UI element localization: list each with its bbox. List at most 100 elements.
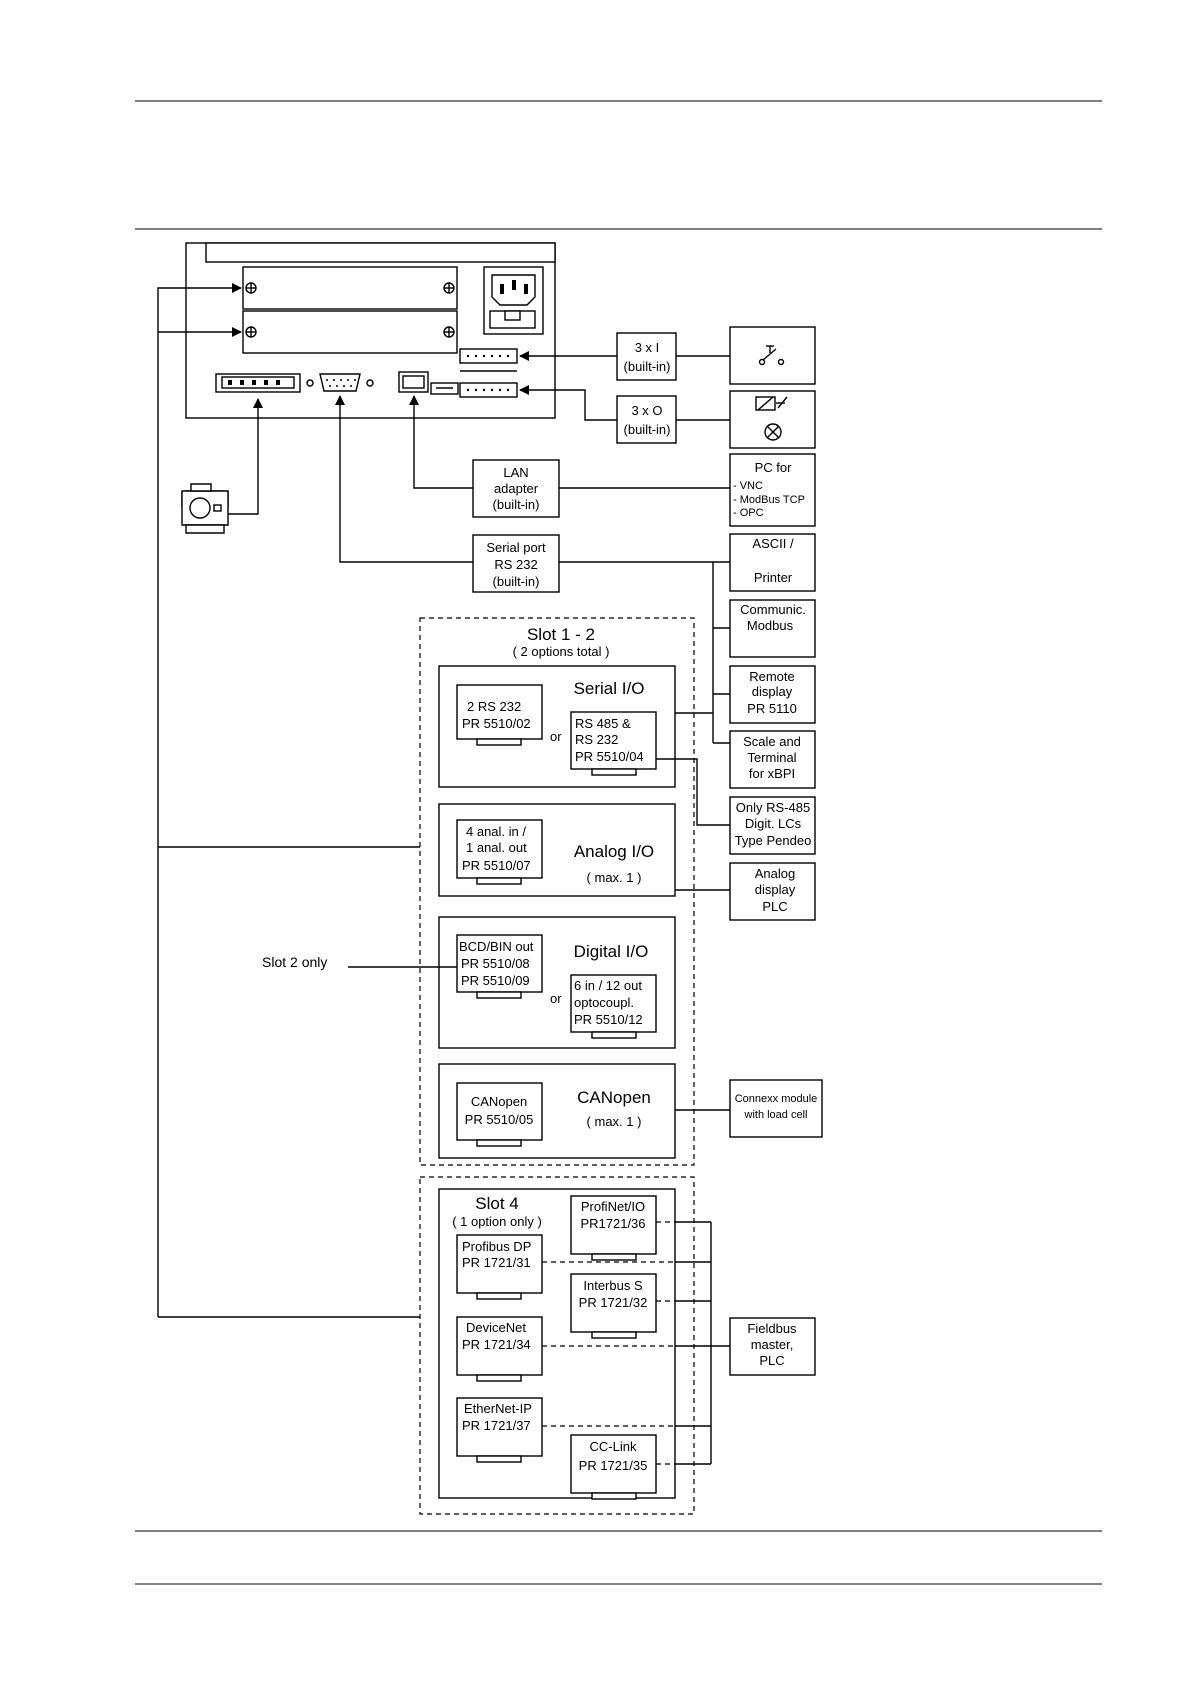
connexx-label-2: with load cell <box>744 1109 808 1121</box>
card-pr5510-04-line1: RS 485 & <box>575 716 631 731</box>
card-pr5510-07 <box>456 819 543 879</box>
modbus-label: Modbus <box>747 618 794 633</box>
slot-2-cover <box>242 310 458 354</box>
card-pr5510-08-line3: PR 5510/09 <box>461 973 530 988</box>
card-pr1721-31-line1: Profibus DP <box>462 1239 531 1254</box>
canopen-title: CANopen <box>577 1088 651 1107</box>
card-pr1721-37-line1: EtherNet-IP <box>464 1401 532 1416</box>
switch-device <box>729 326 816 385</box>
card-pr5510-12 <box>570 974 657 1033</box>
connexx-label: Connexx module <box>735 1093 818 1105</box>
analog-display-label: Analog <box>755 866 795 881</box>
only485-label-3: Type Pendeo <box>735 833 812 848</box>
slot-2-only-label: Slot 2 only <box>262 954 327 970</box>
pc-title: PC for <box>755 460 793 475</box>
outputs-sublabel: (built-in) <box>624 422 671 437</box>
relay-lamp-device <box>729 390 816 449</box>
card-pr1721-32-line2: PR 1721/32 <box>579 1295 648 1310</box>
fieldbus-label-3: PLC <box>759 1353 784 1368</box>
card-pr5510-08 <box>456 934 543 993</box>
only485-label: Only RS-485 <box>736 800 810 815</box>
serial-label: Serial port <box>486 540 546 555</box>
card-pr5510-07-line1: 4 anal. in / <box>466 824 526 839</box>
card-pr5510-07-line2: 1 anal. out <box>466 840 527 855</box>
slot4-title: Slot 4 <box>475 1194 518 1213</box>
page-rules <box>135 100 1102 1585</box>
switch-icon <box>758 345 785 366</box>
ascii-printer-box <box>729 533 816 592</box>
scale-label-3: for xBPI <box>749 766 795 781</box>
inputs-label: 3 x I <box>635 340 660 355</box>
analog-io-max: ( max. 1 ) <box>587 870 642 885</box>
pc-item-opc: - OPC <box>733 507 764 519</box>
load-cell-connector-icon <box>215 373 301 393</box>
card-pr1721-31-line2: PR 1721/31 <box>462 1255 531 1270</box>
card-pr5510-05-line1: CANopen <box>471 1094 527 1109</box>
ascii-label: ASCII / <box>752 536 794 551</box>
card-pr5510-05-line2: PR 5510/05 <box>465 1112 534 1127</box>
connection-lines <box>157 283 730 1465</box>
card-pr1721-35-line1: CC-Link <box>590 1439 637 1454</box>
card-pr5510-07-line3: PR 5510/07 <box>462 858 531 873</box>
pc-box <box>729 453 816 527</box>
serial-label-2: RS 232 <box>494 557 537 572</box>
usb-port-icon <box>430 382 459 395</box>
lan-adapter-box <box>472 459 560 518</box>
rj45-port-icon <box>398 371 429 393</box>
inputs-box <box>616 332 677 381</box>
card-pr5510-12-line1: 6 in / 12 out <box>574 978 642 993</box>
fieldbus-label-2: master, <box>751 1337 794 1352</box>
load-cell-icon <box>181 483 229 534</box>
card-pr5510-08-line2: PR 5510/08 <box>461 956 530 971</box>
lan-label-3: (built-in) <box>493 497 540 512</box>
remote-label-2: display <box>752 684 793 699</box>
slot4-subtitle: ( 1 option only ) <box>452 1214 542 1229</box>
card-pr5510-12-line2: optocoupl. <box>574 995 634 1010</box>
pc-item-vnc: - VNC <box>733 480 763 492</box>
communic-box <box>729 599 816 658</box>
scale-label-2: Terminal <box>747 750 796 765</box>
scale-label: Scale and <box>743 734 801 749</box>
lamp-icon <box>764 423 782 441</box>
relay-icon <box>755 396 788 411</box>
remote-label: Remote <box>749 669 795 684</box>
card-pr1721-34-line2: PR 1721/34 <box>462 1337 531 1352</box>
terminal-block-icon <box>459 348 518 398</box>
card-pr1721-36 <box>570 1195 657 1255</box>
digital-io-or: or <box>550 991 562 1006</box>
card-pr5510-12-line3: PR 5510/12 <box>574 1012 643 1027</box>
scale-terminal-box <box>729 730 816 789</box>
card-pr5510-04-line3: PR 5510/04 <box>575 749 644 764</box>
serial-label-3: (built-in) <box>493 574 540 589</box>
only485-label-2: Digit. LCs <box>745 816 802 831</box>
outputs-label: 3 x O <box>631 403 662 418</box>
serial-io-or: or <box>550 729 562 744</box>
card-pr1721-35 <box>570 1434 657 1494</box>
slot-1-cover <box>242 266 458 310</box>
lan-label-2: adapter <box>494 481 539 496</box>
card-pr1721-34-line1: DeviceNet <box>466 1320 526 1335</box>
power-socket-icon <box>483 266 544 335</box>
device-rear-panel <box>185 242 556 419</box>
card-pr5510-04 <box>570 711 657 770</box>
remote-display-box <box>729 665 816 724</box>
remote-label-3: PR 5110 <box>747 701 797 716</box>
lan-label: LAN <box>503 465 528 480</box>
card-pr1721-32-line1: Interbus S <box>583 1278 643 1293</box>
fieldbus-label: Fieldbus <box>747 1321 797 1336</box>
analog-display-label-2: display <box>755 882 796 897</box>
inputs-sublabel: (built-in) <box>624 359 671 374</box>
card-pr1721-32 <box>570 1273 657 1333</box>
card-pr5510-02-line1: 2 RS 232 <box>467 699 521 714</box>
slot12-title: Slot 1 - 2 <box>527 625 595 644</box>
canopen-max: ( max. 1 ) <box>587 1114 642 1129</box>
analog-display-label-3: PLC <box>762 899 787 914</box>
pc-item-modbus: - ModBus TCP <box>733 494 805 506</box>
card-pr5510-02-line2: PR 5510/02 <box>462 716 531 731</box>
screw-icon <box>245 282 455 338</box>
serial-port-box <box>472 534 560 593</box>
slot12-subtitle: ( 2 options total ) <box>513 644 610 659</box>
serial-io-title: Serial I/O <box>574 679 645 698</box>
card-pr1721-37 <box>456 1397 543 1457</box>
